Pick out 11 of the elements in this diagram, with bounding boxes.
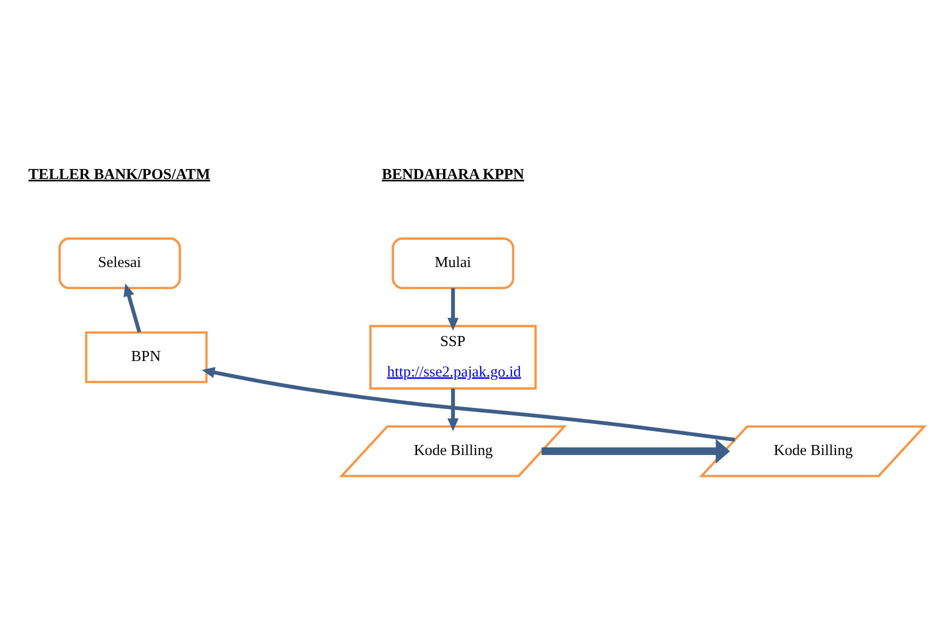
arrow (447, 288, 459, 330)
node-box: Mulai (392, 236, 514, 289)
label: BENDAHARA KPPN (382, 165, 524, 182)
arrow (202, 366, 736, 442)
node-box: BPN (85, 330, 208, 383)
arrow (124, 283, 142, 332)
label: TELLER BANK/POS/ATM (28, 165, 210, 182)
arrow (542, 438, 730, 464)
node-box: Selesai (58, 236, 181, 289)
arrow (447, 388, 459, 431)
node-box: SSP http://sse2.pajak.go.id (369, 324, 537, 390)
